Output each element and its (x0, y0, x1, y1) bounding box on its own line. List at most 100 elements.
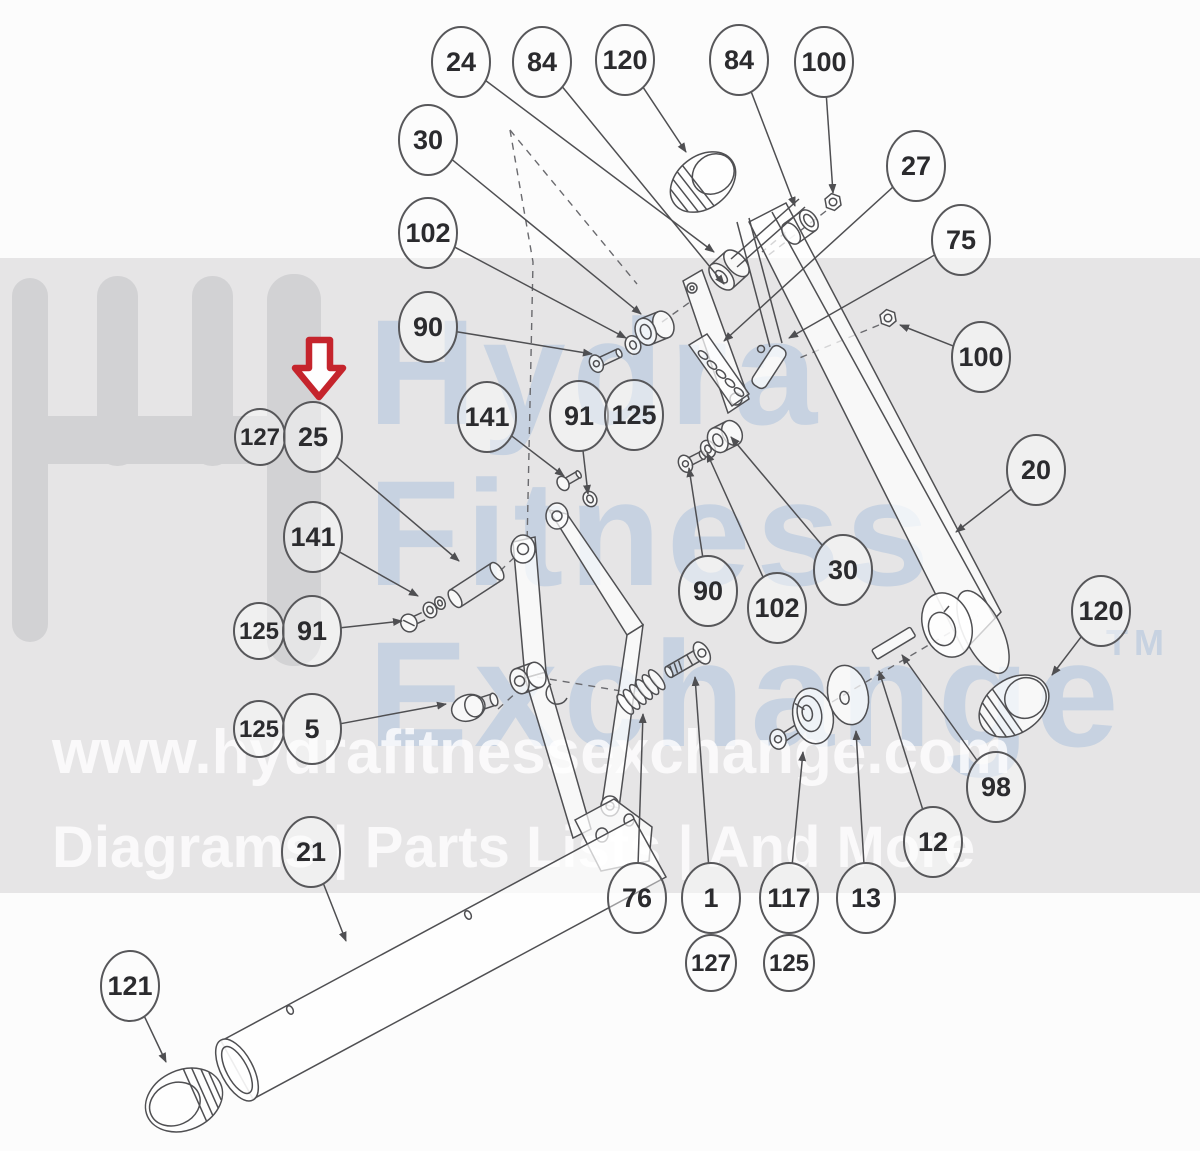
part-cam (791, 687, 835, 745)
balloon-75 (931, 204, 991, 276)
balloon-76 (607, 862, 667, 934)
callout-100: 100 (899, 321, 1011, 393)
part-spring (616, 669, 666, 715)
leader-line-120 (1051, 636, 1082, 676)
leader-line-27 (723, 186, 894, 342)
leader-line-1 (691, 676, 710, 864)
callout-27: 27 (723, 130, 946, 342)
balloon-label-30: 30 (828, 555, 858, 585)
callout-98: 98 (901, 654, 1026, 823)
callout-12: 12 (877, 670, 963, 878)
part-bearing-b (706, 419, 744, 454)
watermark-line2: Fitness (368, 449, 935, 617)
part-washer-disc (826, 664, 870, 726)
balloon-label-27: 27 (901, 151, 931, 181)
part-bushing (781, 209, 819, 245)
callout-84: 84 (709, 24, 796, 207)
leader-line-98 (901, 654, 978, 761)
balloon-102 (747, 572, 807, 644)
balloon-label-75: 75 (946, 225, 976, 255)
leader-line-84 (750, 91, 796, 207)
balloon-label-76: 76 (622, 883, 652, 913)
part-bearing-a (634, 310, 675, 347)
balloon-125 (604, 379, 664, 451)
callout-5: 5 (282, 693, 447, 765)
part-mount-plate (751, 344, 787, 390)
leader-line-75 (788, 254, 936, 339)
balloon-label-120: 120 (602, 45, 647, 75)
callout-91: 91 (282, 595, 403, 667)
callout-125: 125 (233, 602, 285, 660)
callout-127: 127 (685, 934, 737, 992)
balloon-30 (813, 534, 873, 606)
part-screw-left (399, 611, 426, 633)
part-lever-rear (545, 502, 645, 817)
leader-line-24 (485, 79, 715, 253)
leader-line-13 (852, 730, 865, 864)
part-screw-upper (556, 470, 583, 492)
balloon-127 (685, 934, 737, 992)
balloon-125 (763, 934, 815, 992)
balloon-label-30: 30 (413, 125, 443, 155)
balloon-label-100: 100 (801, 47, 846, 77)
balloon-label-20: 20 (1021, 455, 1051, 485)
leader-line-12 (877, 670, 924, 810)
balloon-91 (282, 595, 342, 667)
part-end-cap-tube (144, 1067, 224, 1133)
leader-line-84 (561, 86, 725, 285)
part-key (871, 626, 916, 660)
leader-line-21 (322, 883, 347, 942)
callout-1: 1 (681, 676, 741, 934)
watermark-line1: Hydra (368, 288, 823, 456)
leader-line-141 (511, 435, 565, 477)
balloon-label-1: 1 (703, 883, 718, 913)
leader-line-90 (456, 330, 593, 357)
callout-120: 120 (595, 24, 687, 153)
leader-line-30 (451, 159, 642, 315)
balloon-100 (794, 26, 854, 98)
balloon-1 (681, 862, 741, 934)
balloon-label-100: 100 (958, 342, 1003, 372)
balloon-98 (966, 751, 1026, 823)
callout-84: 84 (512, 26, 725, 285)
balloon-label-5: 5 (304, 714, 319, 744)
leader-line-76 (637, 713, 647, 864)
part-cam-bolt (769, 724, 799, 750)
part-shoulder-bolt (664, 641, 712, 679)
balloon-label-91: 91 (297, 616, 327, 646)
part-foot-cap (450, 692, 499, 723)
balloon-5 (282, 693, 342, 765)
leader-line-20 (955, 488, 1013, 533)
leader-line-141 (338, 551, 419, 597)
balloon-84 (512, 26, 572, 98)
balloon-117 (759, 862, 819, 934)
callout-30: 30 (730, 436, 873, 606)
balloon-label-121: 121 (107, 971, 152, 1001)
leader-line-102 (454, 246, 627, 339)
leader-line-30 (730, 436, 823, 546)
callout-125: 125 (763, 934, 815, 992)
red-highlight-arrow-icon (291, 336, 347, 401)
callout-121: 121 (100, 950, 167, 1063)
callout-120: 120 (1051, 575, 1131, 676)
callout-125: 125 (233, 700, 285, 758)
balloon-label-90: 90 (413, 312, 443, 342)
balloon-label-98: 98 (981, 772, 1011, 802)
balloon-84 (709, 24, 769, 96)
balloon-label-25: 25 (298, 422, 328, 452)
part-lever-front (509, 534, 592, 840)
balloon-label-117: 117 (767, 883, 811, 913)
callout-125: 125 (604, 379, 664, 451)
part-nut-mid (879, 308, 897, 328)
watermark-brand-text: Hydra Fitness Exchange TM www.hydrafitne… (51, 288, 1164, 880)
watermark-tagline: Diagrams | Parts Lists | And More (52, 815, 975, 880)
balloon-label-90: 90 (693, 576, 723, 606)
balloon-13 (836, 862, 896, 934)
callout-102: 102 (706, 452, 807, 644)
part-pivot-pin (447, 561, 505, 609)
leader-line-121 (143, 1016, 167, 1063)
part-end-cap-bottom (978, 674, 1050, 738)
callout-117: 117 (759, 751, 819, 934)
part-washers-left (422, 595, 447, 619)
